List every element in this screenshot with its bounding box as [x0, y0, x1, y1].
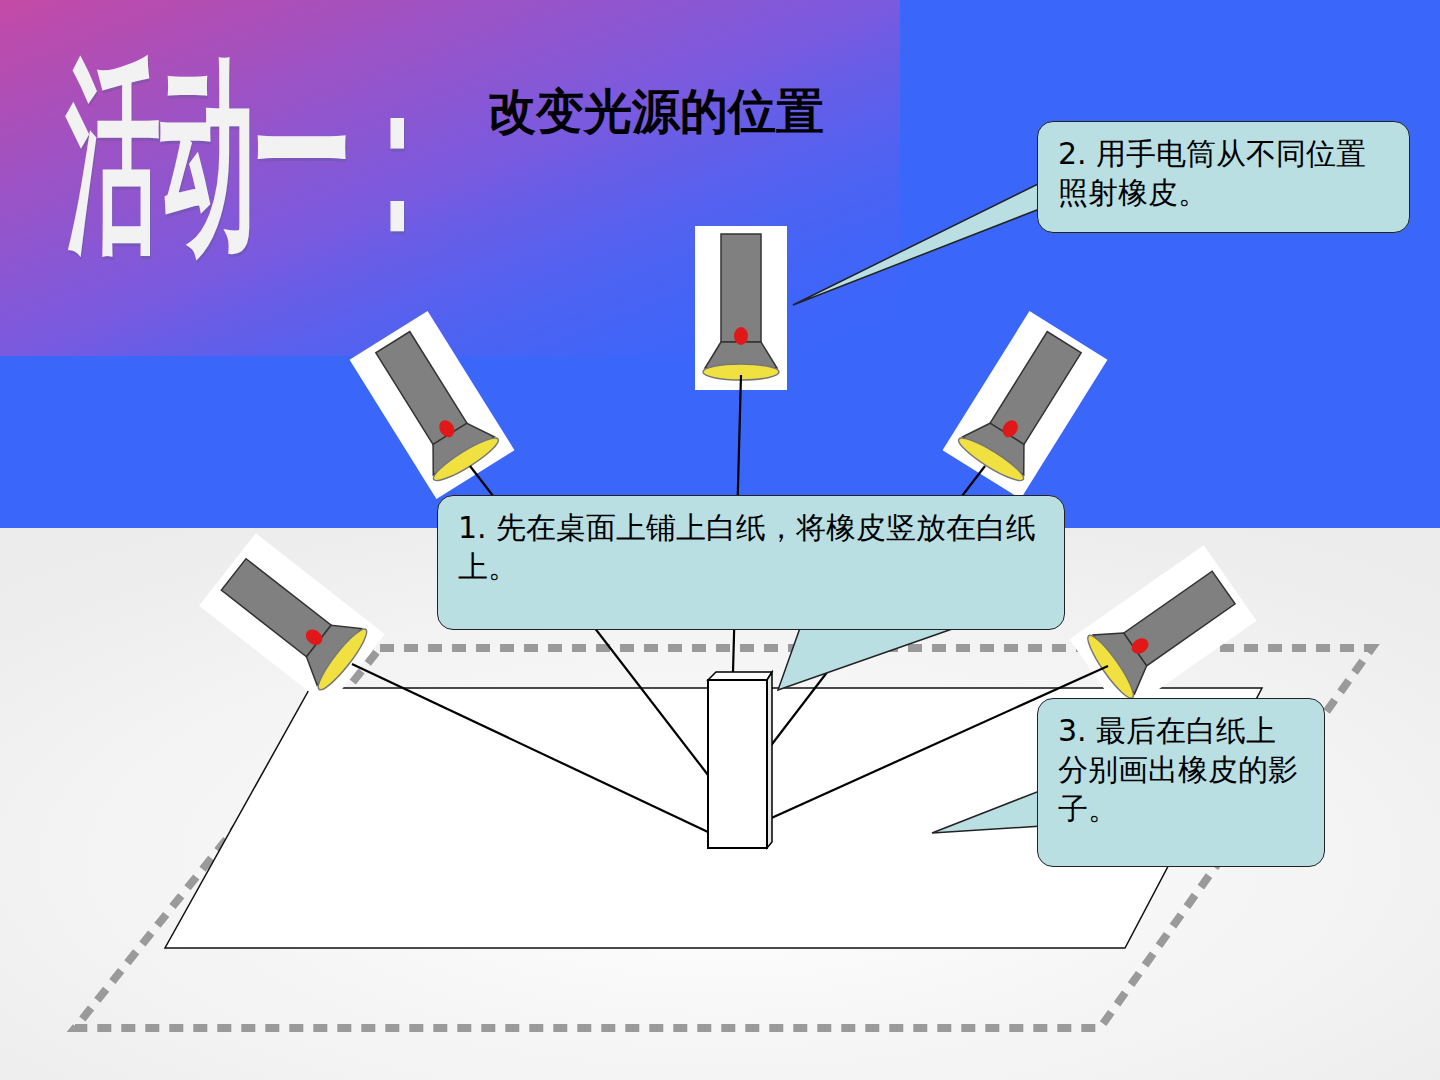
sky-band	[0, 0, 1440, 528]
torches	[199, 226, 1256, 715]
eraser	[708, 672, 772, 848]
callout-text: 1. 先在桌面上铺上白纸，将橡皮竖放在白纸上。	[458, 508, 1044, 586]
callout-text: 3. 最后在白纸上分别画出橡皮的影子。	[1058, 711, 1304, 828]
callout-box: 2. 用手电筒从不同位置照射橡皮。	[1037, 121, 1410, 233]
callout-box: 3. 最后在白纸上分别画出橡皮的影子。	[1037, 698, 1325, 867]
subtitle: 改变光源的位置	[488, 80, 824, 144]
callout-box: 1. 先在桌面上铺上白纸，将橡皮竖放在白纸上。	[437, 495, 1065, 630]
table-outline	[75, 648, 1372, 1028]
callout-text: 2. 用手电筒从不同位置照射橡皮。	[1058, 134, 1389, 212]
slide-title: 活动一：	[66, 40, 444, 271]
